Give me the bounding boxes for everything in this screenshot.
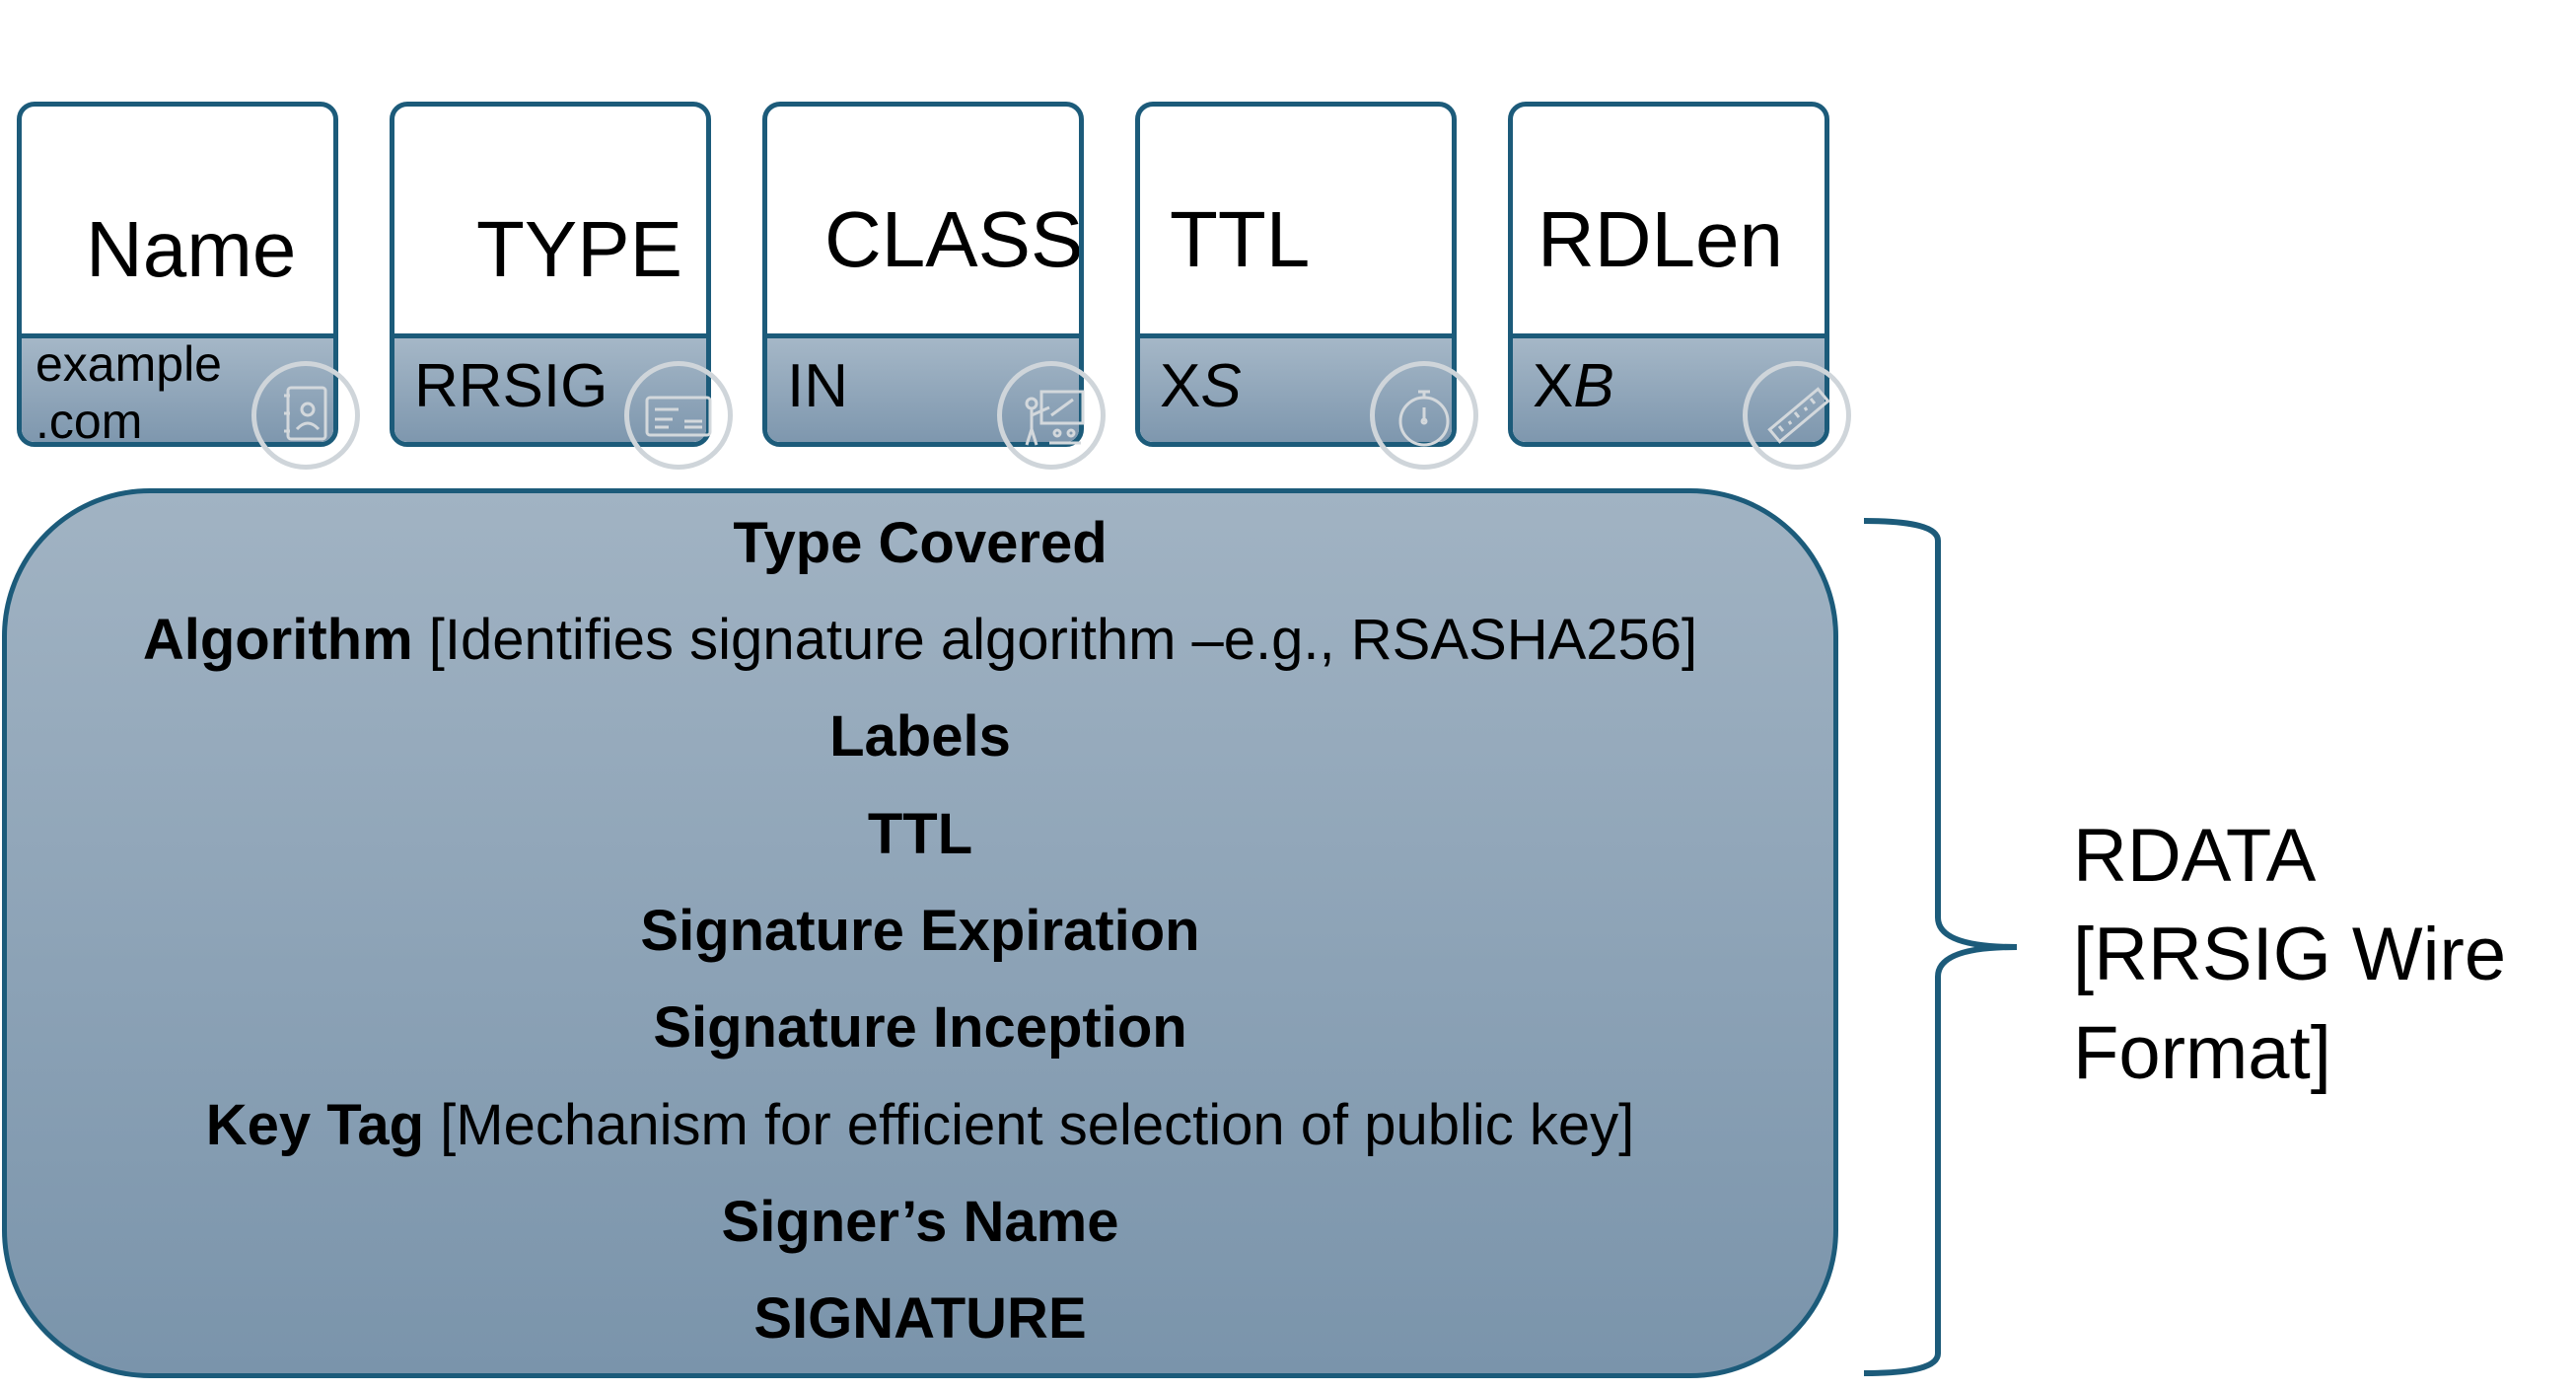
rdata-label-line-1: RDATA xyxy=(2073,814,2317,898)
rdata-row-signature-expiration-bold: Signature Expiration xyxy=(640,899,1200,963)
rdata-row-key-tag-note: [Mechanism for efficient selection of pu… xyxy=(424,1093,1635,1157)
rdata-label-line-2: [RRSIG Wire xyxy=(2073,913,2507,996)
rdata-brace xyxy=(1863,518,2018,1376)
stopwatch-icon xyxy=(1370,361,1478,470)
field-rdlen-value-italic: B xyxy=(1573,352,1614,420)
rdata-row-labels-bold: Labels xyxy=(829,704,1011,769)
rdata-row-algorithm-note: [Identifies signature algorithm –e.g., R… xyxy=(412,608,1698,672)
field-rdlen-title: RDLen xyxy=(1538,195,1784,283)
field-rdlen-value-area: XB xyxy=(1513,333,1825,442)
field-name-title: Name xyxy=(86,205,297,293)
rdata-row-signature-inception: Signature Inception xyxy=(7,999,1833,1057)
rdata-row-signers-name: Signer’s Name xyxy=(7,1194,1833,1251)
field-ttl-value-italic: S xyxy=(1200,352,1242,420)
rdata-row-key-tag-bold: Key Tag xyxy=(205,1093,425,1157)
rdata-row-signers-name-bold: Signer’s Name xyxy=(721,1190,1119,1254)
ruler-icon xyxy=(1743,361,1851,470)
rdata-row-algorithm-bold: Algorithm xyxy=(142,608,413,672)
contact-card-icon xyxy=(251,361,360,470)
field-class-title-area: CLASS xyxy=(767,107,1079,343)
rdata-row-key-tag: Key Tag [Mechanism for efficient selecti… xyxy=(7,1097,1833,1154)
field-class-value: IN xyxy=(787,352,848,420)
field-type-title-area: TYPE xyxy=(394,107,706,343)
rdata-row-signature: SIGNATURE xyxy=(7,1290,1833,1348)
field-name-value-line-2: .com xyxy=(36,394,143,447)
rdata-row-signature-expiration: Signature Expiration xyxy=(7,903,1833,960)
field-class-title: CLASS xyxy=(824,195,1084,283)
field-type-value: RRSIG xyxy=(414,352,608,420)
rdata-row-signature-bold: SIGNATURE xyxy=(753,1286,1087,1351)
field-name-value-line-1: example xyxy=(36,336,222,392)
field-ttl-value-prefix: X xyxy=(1160,352,1201,420)
field-type-box: TYPE RRSIG xyxy=(390,102,711,447)
rdata-row-algorithm: Algorithm [Identifies signature algorith… xyxy=(7,612,1833,669)
classroom-icon xyxy=(997,361,1106,470)
rdata-row-type-covered-bold: Type Covered xyxy=(733,511,1108,575)
field-ttl-title: TTL xyxy=(1170,195,1311,283)
field-ttl-value: XS xyxy=(1160,356,1242,417)
rdata-row-ttl-bold: TTL xyxy=(867,802,973,866)
field-rdlen-value-prefix: X xyxy=(1533,352,1574,420)
id-card-icon xyxy=(624,361,733,470)
rdata-row-labels: Labels xyxy=(7,708,1833,766)
field-name-title-area: Name xyxy=(22,107,333,343)
rdata-row-signature-inception-bold: Signature Inception xyxy=(653,995,1187,1060)
field-rdlen-value: XB xyxy=(1533,356,1614,417)
rdata-row-ttl: TTL xyxy=(7,806,1833,863)
rdata-row-type-covered: Type Covered xyxy=(7,515,1833,572)
field-ttl-title-area: TTL xyxy=(1140,107,1452,343)
field-rdlen-title-area: RDLen xyxy=(1513,107,1825,343)
field-type-title: TYPE xyxy=(476,205,682,293)
field-name-value: example .com xyxy=(36,335,222,447)
rdata-label-line-3: Format] xyxy=(2073,1011,2331,1095)
rdata-panel: Type Covered Algorithm [Identifies signa… xyxy=(2,488,1838,1378)
rdata-label: RDATA [RRSIG Wire Format] xyxy=(2073,807,2506,1103)
